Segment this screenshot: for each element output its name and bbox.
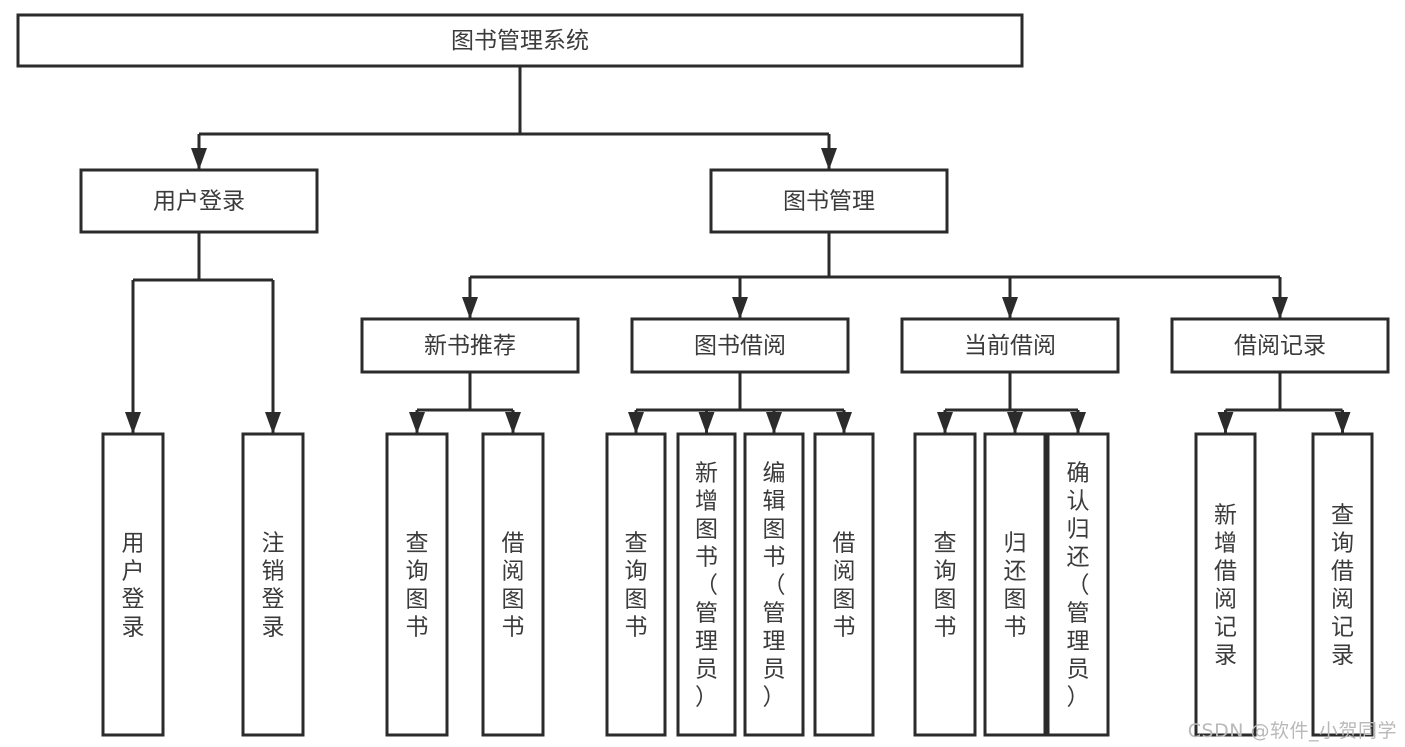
node-leaf-confirm-return-admin-box[interactable] [1046,432,1110,737]
node-leaf-query-book-current[interactable]: 查询图书 [913,432,977,737]
node-leaf-borrow-book-box[interactable] [813,432,875,737]
node-leaf-user-logout-label: 注销登录 [262,530,285,640]
node-leaf-borrow-book-recommend-box[interactable] [481,432,545,737]
node-leaf-query-book-current-box[interactable] [913,432,977,737]
arrow-head-icon [821,148,837,170]
edge-group-borrow-record [1217,372,1351,434]
node-current-borrow-box[interactable] [900,317,1120,374]
node-leaf-query-book-borrow-box[interactable] [605,432,667,737]
edge-group-book-borrow [628,372,852,434]
node-leaf-user-logout-box[interactable] [241,432,305,737]
watermark-text: CSDN @软件_小贺同学 [1187,720,1397,742]
node-leaf-return-book-label: 归还图书 [1004,530,1027,640]
node-leaf-add-borrow-record[interactable]: 新增借阅记录 [1194,432,1257,737]
nodes-layer: 图书管理系统用户登录图书管理新书推荐图书借阅当前借阅借阅记录用户登录注销登录查询… [16,13,1390,737]
arrow-head-icon [1070,412,1086,434]
node-user-login-label: 用户登录 [153,189,245,215]
arrow-head-icon [409,412,425,434]
arrow-head-icon [1007,412,1023,434]
node-leaf-confirm-return-admin-label: 确认归还（管理员） [1067,460,1090,710]
node-leaf-return-book[interactable]: 归还图书 [983,432,1047,737]
node-leaf-query-book-borrow[interactable]: 查询图书 [605,432,667,737]
node-leaf-query-borrow-record[interactable]: 查询借阅记录 [1311,432,1374,737]
node-leaf-query-borrow-record-label: 查询借阅记录 [1331,502,1354,668]
node-leaf-query-book-recommend[interactable]: 查询图书 [385,432,449,737]
node-leaf-query-book-borrow-label: 查询图书 [625,530,648,640]
arrow-head-icon [191,148,207,170]
node-user-login[interactable]: 用户登录 [79,168,319,234]
node-leaf-confirm-return-admin[interactable]: 确认归还（管理员） [1046,432,1110,737]
edge-group-user-login [125,232,281,434]
node-current-borrow-label: 当前借阅 [964,333,1056,359]
node-leaf-edit-book-admin-label: 编辑图书（管理员） [763,460,786,710]
node-leaf-borrow-book-label: 借阅图书 [833,530,856,640]
node-book-borrow[interactable]: 图书借阅 [630,317,850,374]
node-leaf-edit-book-admin[interactable]: 编辑图书（管理员） [743,432,805,737]
node-book-borrow-box[interactable] [630,317,850,374]
node-book-management-label: 图书管理 [783,189,875,215]
node-borrow-record-label: 借阅记录 [1234,333,1326,359]
node-leaf-add-book-admin-label: 新增图书（管理员） [695,460,718,710]
arrow-head-icon [125,412,141,434]
node-leaf-add-book-admin-box[interactable] [676,432,737,737]
arrow-head-icon [1217,412,1234,434]
arrow-head-icon [937,412,953,434]
node-root-box[interactable] [16,13,1024,68]
arrow-head-icon [1002,297,1018,319]
arrow-head-icon [1334,412,1351,434]
node-leaf-add-borrow-record-label: 新增借阅记录 [1214,502,1237,668]
arrow-head-icon [698,412,715,434]
node-leaf-return-book-box[interactable] [983,432,1047,737]
edge-group-current-borrow [937,372,1086,434]
node-user-login-box[interactable] [79,168,319,234]
node-new-book-recommend-label: 新书推荐 [424,333,516,359]
edges-layer [125,66,1351,434]
node-leaf-user-logout[interactable]: 注销登录 [241,432,305,737]
arrow-head-icon [732,297,748,319]
edge-group-book-management [462,232,1288,319]
node-leaf-add-book-admin[interactable]: 新增图书（管理员） [676,432,737,737]
node-leaf-borrow-book-recommend-label: 借阅图书 [502,530,525,640]
arrow-head-icon [628,412,644,434]
node-leaf-query-book-recommend-label: 查询图书 [406,530,429,640]
node-leaf-user-login-label: 用户登录 [122,530,145,640]
node-leaf-query-borrow-record-box[interactable] [1311,432,1374,737]
node-leaf-query-book-recommend-box[interactable] [385,432,449,737]
node-new-book-recommend-box[interactable] [360,317,580,374]
node-leaf-user-login-box[interactable] [101,432,165,737]
node-leaf-user-login[interactable]: 用户登录 [101,432,165,737]
arrow-head-icon [1272,297,1288,319]
node-book-borrow-label: 图书借阅 [694,333,786,359]
arrow-head-icon [265,412,281,434]
arrow-head-icon [836,412,852,434]
node-leaf-edit-book-admin-box[interactable] [743,432,805,737]
node-new-book-recommend[interactable]: 新书推荐 [360,317,580,374]
node-root-label: 图书管理系统 [451,28,589,54]
node-leaf-query-book-current-label: 查询图书 [934,530,957,640]
node-book-management[interactable]: 图书管理 [709,168,949,234]
node-leaf-add-borrow-record-box[interactable] [1194,432,1257,737]
node-root[interactable]: 图书管理系统 [16,13,1024,68]
arrow-head-icon [505,412,521,434]
arrow-head-icon [766,412,782,434]
node-borrow-record[interactable]: 借阅记录 [1170,317,1390,374]
node-book-management-box[interactable] [709,168,949,234]
edge-group-root [191,66,837,170]
arrow-head-icon [462,297,478,319]
node-current-borrow[interactable]: 当前借阅 [900,317,1120,374]
node-borrow-record-box[interactable] [1170,317,1390,374]
node-leaf-borrow-book-recommend[interactable]: 借阅图书 [481,432,545,737]
node-leaf-borrow-book[interactable]: 借阅图书 [813,432,875,737]
edge-group-new-book-recommend [409,372,521,434]
